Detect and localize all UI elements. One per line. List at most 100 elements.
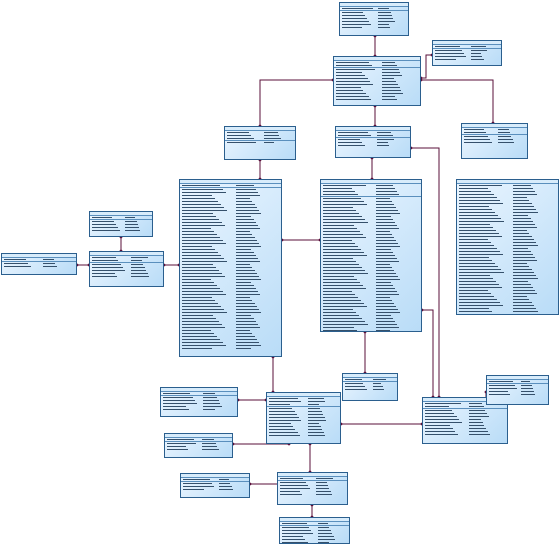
entity-table[interactable] [486, 375, 549, 405]
column-row [457, 286, 558, 289]
column-row [180, 296, 281, 299]
column-name-mark [323, 285, 363, 286]
entity-table[interactable] [279, 517, 350, 544]
column-name-mark [464, 139, 490, 140]
column-type-mark [264, 132, 278, 133]
column-type-mark [236, 276, 259, 277]
column-row [423, 421, 507, 424]
column-type-mark [376, 243, 398, 244]
column-type-mark [471, 50, 487, 51]
column-row [280, 538, 349, 541]
column-row [321, 215, 421, 218]
primary-key-row [423, 405, 507, 409]
column-row [180, 239, 281, 242]
primary-key-row [90, 256, 163, 259]
column-name-mark [323, 273, 368, 274]
entity-table[interactable] [1, 253, 77, 275]
column-type-mark [376, 204, 394, 205]
column-row [321, 224, 421, 227]
column-name-mark [425, 434, 458, 435]
entity-table[interactable] [333, 56, 421, 106]
column-type-mark [376, 318, 393, 319]
entity-table[interactable] [89, 211, 153, 237]
column-name-mark [269, 404, 290, 405]
column-row [321, 281, 421, 284]
entity-table[interactable] [335, 126, 411, 158]
primary-key-row [336, 131, 410, 134]
column-name-mark [182, 336, 217, 337]
entity-table[interactable] [320, 179, 422, 332]
column-type-mark [316, 488, 329, 489]
column-type-mark [316, 482, 327, 483]
column-type-mark [236, 240, 257, 241]
column-type-mark [382, 75, 402, 76]
entity-table[interactable] [432, 40, 502, 66]
column-row [180, 332, 281, 335]
column-type-mark [236, 231, 250, 232]
entity-table[interactable] [164, 433, 233, 458]
entity-table[interactable] [339, 2, 409, 36]
column-row [457, 193, 558, 196]
column-row [343, 385, 397, 388]
entity-title-bar [225, 127, 295, 131]
column-type-mark [513, 287, 533, 288]
column-type-mark [308, 414, 323, 415]
column-type-mark [469, 419, 481, 420]
column-type-mark [471, 56, 482, 57]
entity-table[interactable] [180, 473, 250, 498]
column-name-mark [182, 210, 227, 211]
column-name-mark [282, 533, 313, 534]
column-type-mark [264, 138, 281, 139]
entity-table[interactable] [277, 472, 348, 505]
column-type-mark [125, 217, 135, 218]
column-type-mark [131, 273, 148, 274]
entity-table[interactable] [89, 251, 164, 287]
entity-table[interactable] [224, 126, 296, 160]
column-row [321, 290, 421, 293]
column-row [457, 283, 558, 286]
column-name-mark [425, 425, 450, 426]
column-type-mark [376, 201, 392, 202]
column-type-mark [236, 246, 261, 247]
column-name-mark [336, 75, 365, 76]
entity-table[interactable] [266, 392, 341, 444]
column-name-mark [183, 489, 204, 490]
column-row [457, 310, 558, 313]
entity-title-bar [267, 393, 340, 397]
column-type-mark [469, 422, 483, 423]
column-row [321, 305, 421, 308]
column-name-mark [459, 209, 492, 210]
column-row [90, 275, 163, 278]
entity-table[interactable] [179, 179, 282, 357]
relationship-line [421, 54, 432, 79]
column-row [340, 14, 408, 17]
column-name-mark [459, 245, 494, 246]
column-row [267, 431, 340, 434]
column-name-mark [323, 267, 362, 268]
column-type-mark [236, 201, 252, 202]
column-name-mark [342, 8, 373, 9]
column-row [343, 388, 397, 391]
entity-table[interactable] [160, 387, 238, 417]
column-type-mark [376, 330, 390, 331]
column-row [321, 296, 421, 299]
column-name-mark [338, 135, 371, 136]
column-type-mark [125, 227, 139, 228]
column-name-mark [92, 264, 121, 265]
column-type-mark [308, 429, 322, 430]
entity-title-bar [340, 3, 408, 7]
column-type-mark [236, 327, 260, 328]
entity-table[interactable] [461, 123, 528, 159]
entity-table[interactable] [456, 179, 559, 315]
column-type-mark [236, 216, 251, 217]
column-type-mark [513, 212, 538, 213]
entity-table[interactable] [342, 373, 398, 401]
column-row [161, 408, 237, 411]
column-type-mark [471, 53, 481, 54]
column-row [457, 187, 558, 190]
column-type-mark [513, 293, 537, 294]
column-name-mark [4, 259, 26, 260]
column-type-mark [236, 234, 252, 235]
column-type-mark [236, 321, 256, 322]
